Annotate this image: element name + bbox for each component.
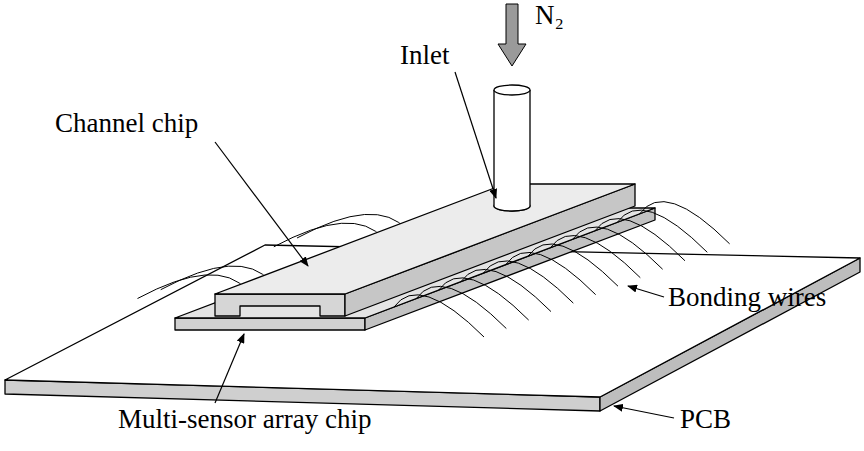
bonding-wire [528,244,618,286]
leader-lines [215,72,674,418]
channel-front-face [215,294,345,316]
leader-line [614,406,674,418]
flow-arrow [498,4,526,66]
bonding-wire [617,210,707,252]
inlet-tube [494,85,530,211]
bonding-wire [461,269,551,311]
part-label: Multi-sensor array chip [118,404,371,434]
leader-line [628,286,664,297]
channel-top-face [215,184,635,294]
part-label: PCB [680,404,731,434]
part-label: Bonding wires [668,282,826,312]
bonding-wire [439,278,529,320]
bonding-wire [506,252,596,294]
channel-chip [215,184,635,316]
bonding-wire [640,202,730,244]
leader-line [215,334,244,403]
bonding-wire [416,286,506,328]
part-label: Inlet [400,40,449,70]
leader-line [455,72,496,198]
leader-line [215,142,308,266]
sensor-front-face [175,318,365,330]
bonding-wire [550,235,640,277]
part-label: Channel chip [55,108,198,138]
bonding-wire [573,227,663,269]
part-label: N₂ [535,0,564,30]
bonding-wire [394,295,484,337]
tube-top [494,85,530,95]
tube-body [494,90,530,211]
bonding-wire [483,261,573,303]
bonding-wire [595,219,685,261]
